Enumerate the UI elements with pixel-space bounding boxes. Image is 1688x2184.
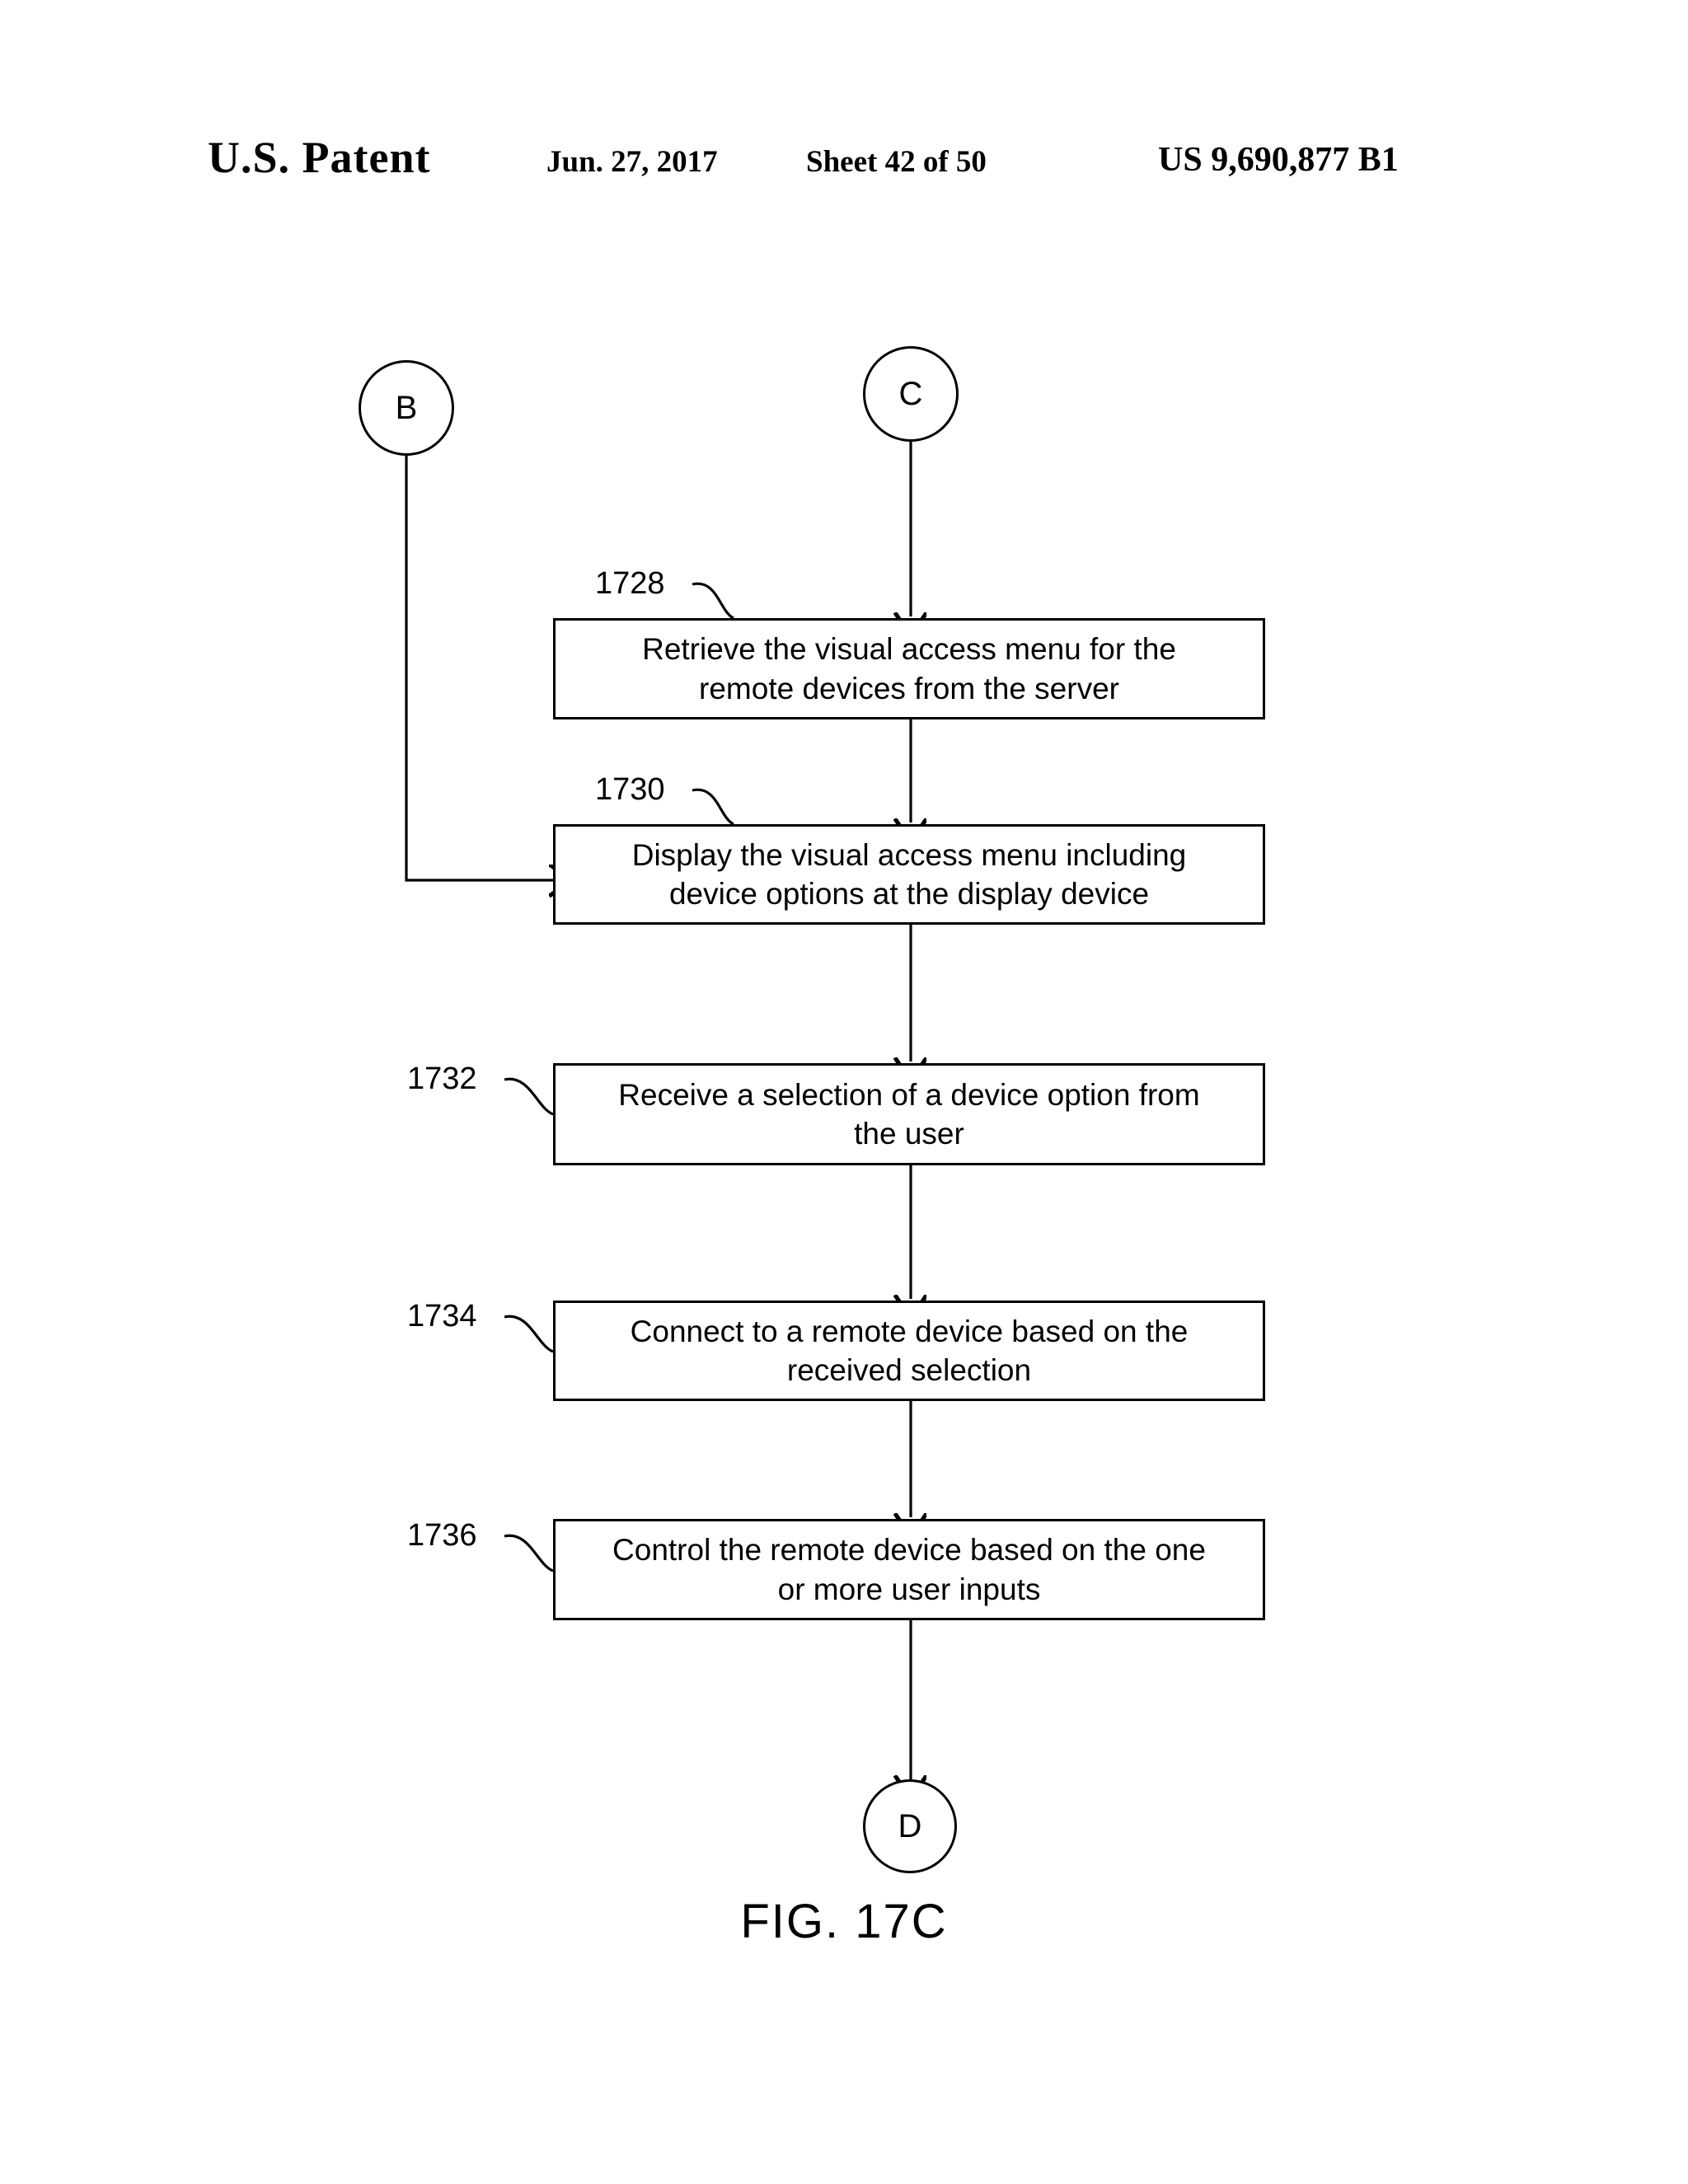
lead-line-1728 [692, 582, 734, 620]
process-box-1732[interactable]: Receive a selection of a device option f… [553, 1063, 1265, 1165]
process-box-1736-line2: or more user inputs [777, 1572, 1041, 1606]
process-box-1728-text: Retrieve the visual access menu for the … [579, 630, 1240, 708]
process-box-1736-text: Control the remote device based on the o… [579, 1530, 1240, 1609]
connector-path-b-to-1730 [405, 456, 553, 880]
process-box-1728[interactable]: Retrieve the visual access menu for the … [553, 618, 1265, 719]
process-box-1734-text: Connect to a remote device based on the … [579, 1312, 1240, 1390]
process-box-1730-line1: Display the visual access menu including [631, 837, 1187, 872]
reference-numeral-1730: 1730 [595, 772, 665, 807]
patent-office-label: U.S. Patent [208, 133, 431, 182]
patent-header: U.S. Patent Jun. 27, 2017 Sheet 42 of 50… [0, 0, 1688, 190]
connector-node-b[interactable]: B [359, 360, 454, 456]
lead-line-1736 [504, 1534, 554, 1572]
sheet-number: Sheet 42 of 50 [806, 145, 987, 179]
figure-caption: FIG. 17C [740, 1895, 948, 1948]
reference-numeral-1728: 1728 [595, 566, 665, 601]
process-box-1728-line1: Retrieve the visual access menu for the [642, 632, 1176, 667]
process-box-1736-line1: Control the remote device based on the o… [612, 1533, 1206, 1568]
patent-number: US 9,690,877 B1 [1158, 141, 1399, 179]
connector-node-c[interactable]: C [863, 346, 959, 442]
process-box-1730-line2: device options at the display device [668, 877, 1150, 911]
connector-node-d-label: D [898, 1807, 922, 1844]
connector-node-d[interactable]: D [863, 1779, 957, 1873]
process-box-1734-line1: Connect to a remote device based on the [630, 1314, 1189, 1348]
process-box-1732-line1: Receive a selection of a device option f… [618, 1077, 1200, 1112]
reference-numeral-1732: 1732 [407, 1062, 477, 1096]
process-box-1730[interactable]: Display the visual access menu including… [553, 824, 1265, 925]
lead-line-1730 [692, 788, 734, 826]
process-box-1728-line2: remote devices from the server [699, 671, 1119, 705]
process-box-1732-line2: the user [854, 1117, 964, 1151]
reference-numeral-1736: 1736 [407, 1518, 477, 1553]
connector-node-b-label: B [395, 389, 418, 426]
patent-date: Jun. 27, 2017 [546, 145, 718, 179]
lead-line-1734 [504, 1315, 554, 1353]
connector-node-c-label: C [898, 375, 923, 412]
process-box-1730-text: Display the visual access menu including… [579, 836, 1240, 914]
process-box-1734-line2: received selection [786, 1353, 1032, 1387]
process-box-1734[interactable]: Connect to a remote device based on the … [553, 1301, 1265, 1401]
process-box-1732-text: Receive a selection of a device option f… [579, 1076, 1240, 1154]
reference-numeral-1734: 1734 [407, 1299, 477, 1333]
lead-line-1732 [504, 1077, 554, 1116]
process-box-1736[interactable]: Control the remote device based on the o… [553, 1519, 1265, 1620]
